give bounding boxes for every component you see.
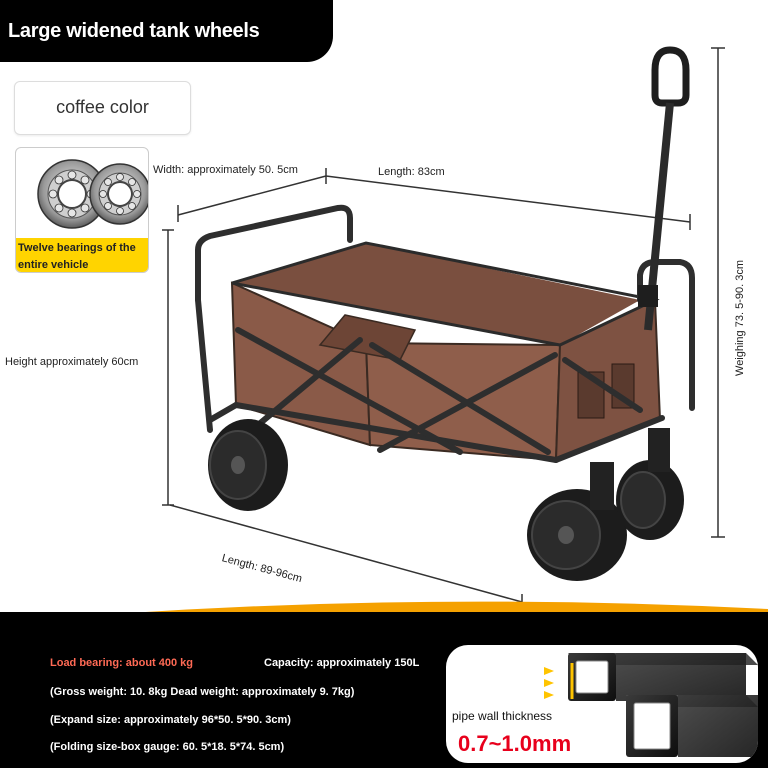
pipe-thickness-value: 0.7~1.0mm [458, 731, 572, 756]
capacity-spec: Capacity: approximately 150L [264, 657, 420, 669]
length-bottom-dimension-line [169, 504, 523, 603]
pipe-cross-section-icon [544, 653, 758, 757]
wagon-handle [638, 46, 690, 331]
bearing-callout: Twelve bearings of the entire vehicle [15, 147, 149, 273]
wagon-wheels [208, 419, 684, 581]
dimension-lines [162, 47, 725, 608]
bearing-icon [37, 159, 148, 229]
wagon-body [230, 241, 662, 462]
caster-bracket [590, 462, 614, 510]
length-top-dimension-line [325, 175, 691, 223]
weight-spec: (Gross weight: 10. 8kg Dead weight: appr… [50, 686, 355, 698]
caster-bracket [648, 428, 670, 472]
bearing-caption-band: Twelve bearings of the entire vehicle [16, 238, 148, 272]
width-dimension-line [177, 175, 327, 216]
width-label: Width: approximately 50. 5cm [153, 164, 298, 176]
folding-size-spec: (Folding size-box gauge: 60. 5*18. 5*74.… [50, 741, 285, 753]
wheel-front-right [616, 460, 684, 540]
length-top-label: Length: 83cm [378, 166, 445, 178]
thickness-arrows [544, 667, 554, 699]
expand-size-spec: (Expand size: approximately 96*50. 5*90.… [50, 714, 291, 726]
handle-height-label: Weighing 73. 5-90. 3cm [733, 260, 746, 376]
bearing-caption: Twelve bearings of the entire vehicle [18, 242, 136, 271]
wagon-frame [195, 204, 695, 463]
height-label: Height approximately 60cm [5, 356, 139, 368]
pipe-thickness-label: pipe wall thickness [452, 709, 553, 723]
pipe-thickness-panel: pipe wall thickness 0.7~1.0mm [446, 645, 758, 763]
load-bearing-spec: Load bearing: about 400 kg [50, 657, 194, 669]
page-title: Large widened tank wheels [8, 20, 260, 42]
color-option[interactable]: coffee color [14, 81, 191, 135]
wheel-rear-left [208, 419, 288, 511]
title-bar: Large widened tank wheels [0, 0, 333, 62]
wheel-front-left [527, 489, 627, 581]
color-option-label: coffee color [56, 97, 149, 117]
wagon-illustration [162, 46, 725, 608]
